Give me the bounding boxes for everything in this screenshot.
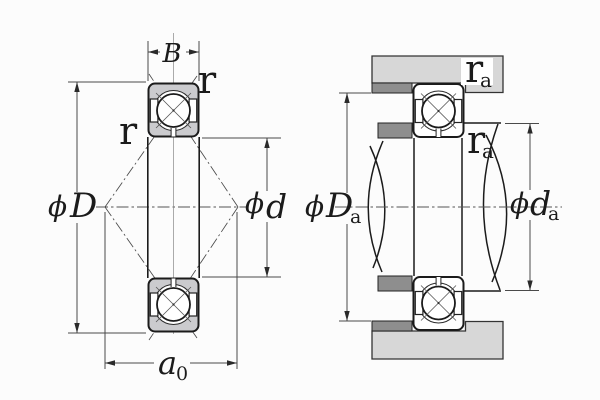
shaft-fillet-label: r [467,118,486,162]
chamfer-outer-label: r [198,58,217,102]
bearing-section-top [147,82,200,138]
dim-width-B [147,41,200,81]
outer-diameter-phi: ϕ [48,190,67,223]
load-center-sub: 0 [176,363,188,385]
dim-housing-shoulder-diameter [339,92,371,322]
label-background [461,58,493,85]
load-center-label: a [158,344,177,382]
front-view: B r r ϕ D ϕ d [48,33,287,385]
mounted-bearing-top [412,83,465,138]
shaft-shoulder-phi: ϕ [510,187,529,220]
shaft-shoulder-sub: a [548,203,559,225]
housing-shoulder-bottom [371,320,413,332]
shaft-fillet-sub: a [482,139,494,163]
housing-fillet-label: r [465,47,484,91]
shaft-shoulder-top [377,122,413,139]
housing-shoulder-label: D [325,186,353,226]
mounted-view: r a r a ϕ D a ϕ d a [305,47,562,360]
bore-diameter-phi: ϕ [245,187,264,220]
dim-shaft-shoulder-diameter [505,123,539,291]
bore-diameter-label: d [266,187,287,226]
dim-bore-diameter [202,137,281,278]
dim-outer-diameter [68,81,146,334]
housing-shoulder-top [371,82,413,94]
housing-shoulder-phi: ϕ [305,190,324,223]
housing-shoulder-sub: a [350,206,361,228]
chamfer-inner-label: r [119,109,138,153]
shaft-shoulder-bottom [377,275,413,292]
mounted-bearing-bottom [412,276,465,331]
width-label: B [161,39,181,69]
shaft-shoulder-label: d [530,184,551,223]
dim-load-center [104,212,238,369]
housing-fillet-sub: a [480,68,492,92]
bearing-section-bottom [147,277,200,333]
outer-diameter-label: D [69,186,97,226]
